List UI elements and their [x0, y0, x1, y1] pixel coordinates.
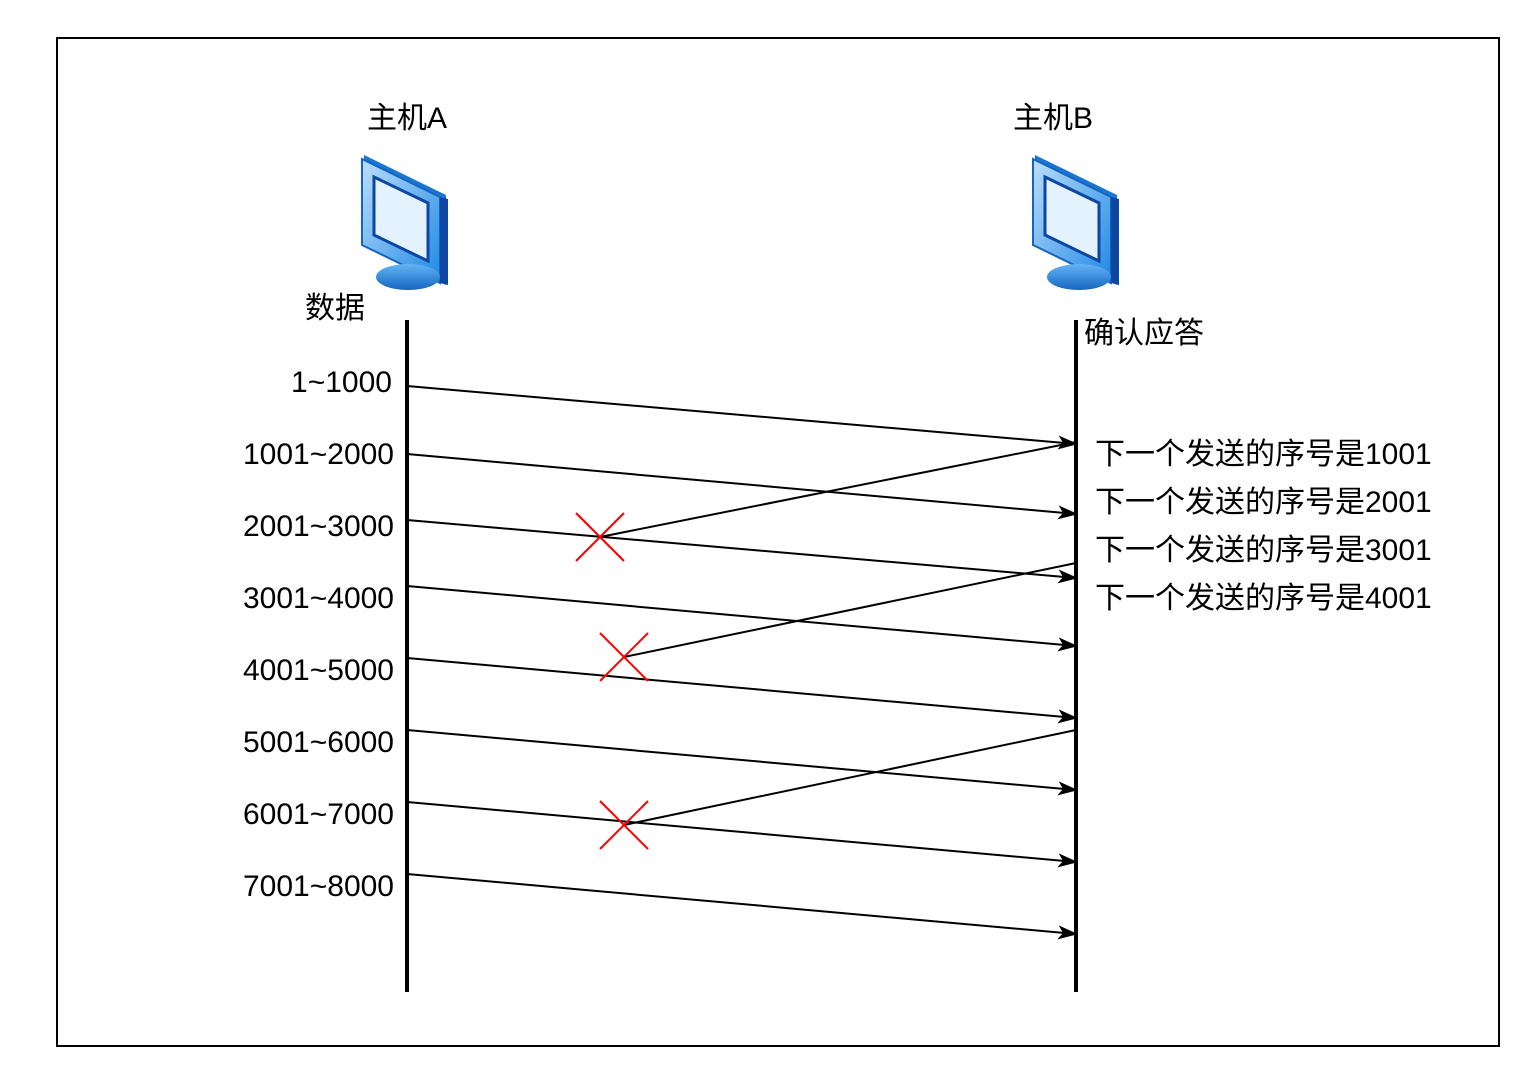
- segment-label: 7001~8000: [243, 870, 394, 903]
- segment-label: 2001~3000: [243, 510, 394, 543]
- lost-marker: [599, 800, 649, 850]
- segment-label: 1001~2000: [243, 438, 394, 471]
- segment-label: 1~1000: [291, 366, 392, 399]
- diagram-frame: [56, 37, 1500, 1047]
- monitor-icon: [361, 155, 448, 290]
- data-column-label: 数据: [305, 292, 365, 325]
- lost-ack-line: [623, 729, 1077, 826]
- host-a-label: 主机A: [367, 102, 447, 135]
- data-arrow: [406, 453, 1078, 520]
- segment-label: 4001~5000: [243, 654, 394, 687]
- monitor-icon: [1032, 155, 1119, 290]
- ack-label: 下一个发送的序号是1001: [1095, 438, 1432, 471]
- lost-marker: [599, 632, 649, 682]
- segment-label: 5001~6000: [243, 726, 394, 759]
- ack-column-label: 确认应答: [1084, 317, 1204, 350]
- ack-label: 下一个发送的序号是2001: [1095, 486, 1432, 519]
- data-arrow: [406, 801, 1078, 868]
- data-arrow: [406, 657, 1078, 724]
- data-arrow: [406, 519, 1078, 584]
- host-b-label: 主机B: [1013, 102, 1093, 135]
- data-arrow: [406, 729, 1078, 796]
- segment-label: 3001~4000: [243, 582, 394, 615]
- lost-marker: [575, 512, 625, 562]
- data-arrow: [406, 585, 1078, 652]
- ack-label: 下一个发送的序号是4001: [1095, 582, 1432, 615]
- data-arrow: [406, 385, 1078, 450]
- ack-label: 下一个发送的序号是3001: [1095, 534, 1432, 567]
- segment-label: 6001~7000: [243, 798, 394, 831]
- lost-ack-line: [599, 441, 1077, 538]
- lost-ack-line: [623, 562, 1077, 658]
- data-arrow: [406, 873, 1078, 940]
